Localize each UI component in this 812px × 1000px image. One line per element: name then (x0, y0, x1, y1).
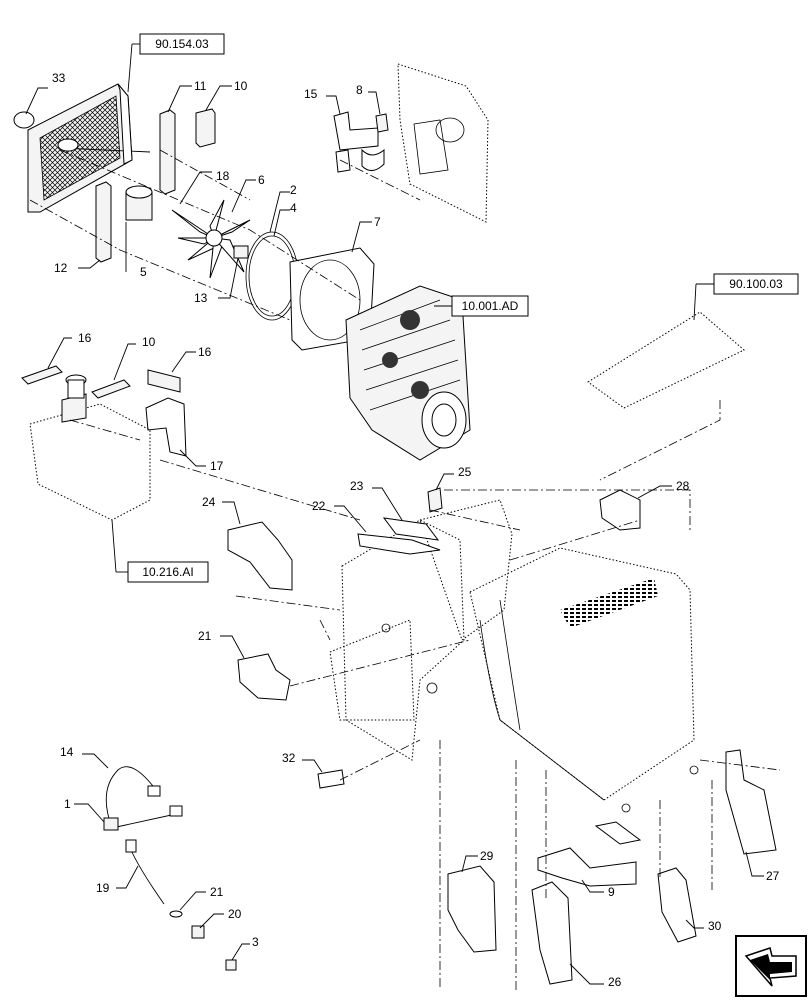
callout-3: 3 (252, 935, 259, 949)
callout-1: 1 (64, 797, 71, 811)
engine-assembly (345, 285, 471, 461)
bar-11 (159, 109, 176, 195)
pad-33 (317, 769, 345, 789)
callout-22: 21 (198, 629, 212, 643)
ref-label: 10.001.AD (462, 299, 519, 313)
callout-13: 13 (194, 291, 208, 305)
callout-20: 20 (228, 907, 242, 921)
callout-19: 19 (96, 881, 110, 895)
cover-90100 (587, 311, 745, 409)
pad-28 (725, 749, 777, 855)
callout-18: 18 (216, 169, 230, 183)
callout-15: 15 (304, 87, 318, 101)
bracket-17 (145, 397, 187, 457)
pad-29 (599, 489, 641, 531)
callout-8: 8 (356, 83, 363, 97)
hose-19 (125, 839, 165, 905)
fitting-3 (225, 959, 237, 971)
ref-label: 90.100.03 (729, 277, 783, 291)
callout-25: 24 (202, 495, 216, 509)
radiator-assembly (27, 83, 151, 213)
clamp-21 (169, 910, 183, 918)
callout-32: 33 (52, 71, 66, 85)
callout-26: 25 (458, 465, 472, 479)
pad-31 (657, 867, 697, 943)
pad-10-mid (91, 379, 131, 399)
fitting-1 (103, 817, 119, 831)
pad-16-right (147, 369, 181, 393)
callout-31: 30 (708, 919, 722, 933)
callout-6: 6 (258, 173, 265, 187)
main-frame (329, 499, 699, 813)
callout-28: 27 (766, 869, 780, 883)
callouts: 33 11 10 12 5 18 6 2 4 7 13 15 8 (25, 71, 780, 989)
alignment-lines (29, 149, 781, 990)
spacer-13 (233, 245, 249, 259)
callout-17: 17 (210, 459, 224, 473)
pad-16-left (21, 365, 63, 385)
fan-6 (171, 199, 251, 279)
pad-27 (531, 881, 573, 985)
callout-30: 29 (480, 849, 494, 863)
callout-21: 21 (210, 885, 224, 899)
ref-label: 10.216.AI (142, 565, 193, 579)
pad-22 (237, 653, 291, 701)
pad-30 (447, 865, 497, 953)
callout-2: 2 (290, 183, 297, 197)
callout-10: 10 (234, 79, 248, 93)
ref-box-10-216-ai[interactable]: 10.216.AI (111, 519, 209, 583)
callout-4: 4 (290, 201, 297, 215)
callout-16: 16 (198, 345, 212, 359)
pad-23 (357, 533, 441, 555)
callout-27: 26 (608, 975, 622, 989)
callout-9: 9 (608, 885, 615, 899)
pad-9 (537, 821, 642, 887)
callout-12: 12 (54, 261, 68, 275)
pad-24 (382, 517, 440, 541)
bulkhead-plate (361, 63, 489, 223)
ref-label: 90.154.03 (155, 37, 209, 51)
fitting-20 (191, 925, 205, 939)
next-page-arrow-icon[interactable] (735, 935, 807, 997)
hose-14 (105, 766, 183, 829)
callout-14: 14 (60, 745, 74, 759)
callout-7: 7 (374, 215, 381, 229)
ref-box-90-154-03[interactable]: 90.154.03 (127, 33, 225, 93)
callout-16: 16 (78, 331, 92, 345)
pad-8 (375, 113, 389, 133)
ref-box-10-001-ad[interactable]: 10.001.AD (434, 295, 529, 317)
ring-32 (13, 111, 35, 129)
pad-10-top (195, 108, 216, 148)
callout-29: 28 (676, 479, 690, 493)
bar-12 (95, 181, 112, 263)
fuel-tank (29, 374, 151, 521)
callout-11: 11 (194, 79, 207, 93)
callout-33: 32 (282, 751, 296, 765)
pad-26 (427, 487, 443, 513)
callout-24: 23 (350, 479, 364, 493)
pad-25 (227, 521, 293, 591)
cylinder-5 (125, 185, 153, 221)
callout-5: 5 (140, 265, 147, 279)
callout-10: 10 (142, 335, 156, 349)
ref-box-90-100-03[interactable]: 90.100.03 (693, 273, 799, 321)
callout-23: 22 (312, 499, 326, 513)
